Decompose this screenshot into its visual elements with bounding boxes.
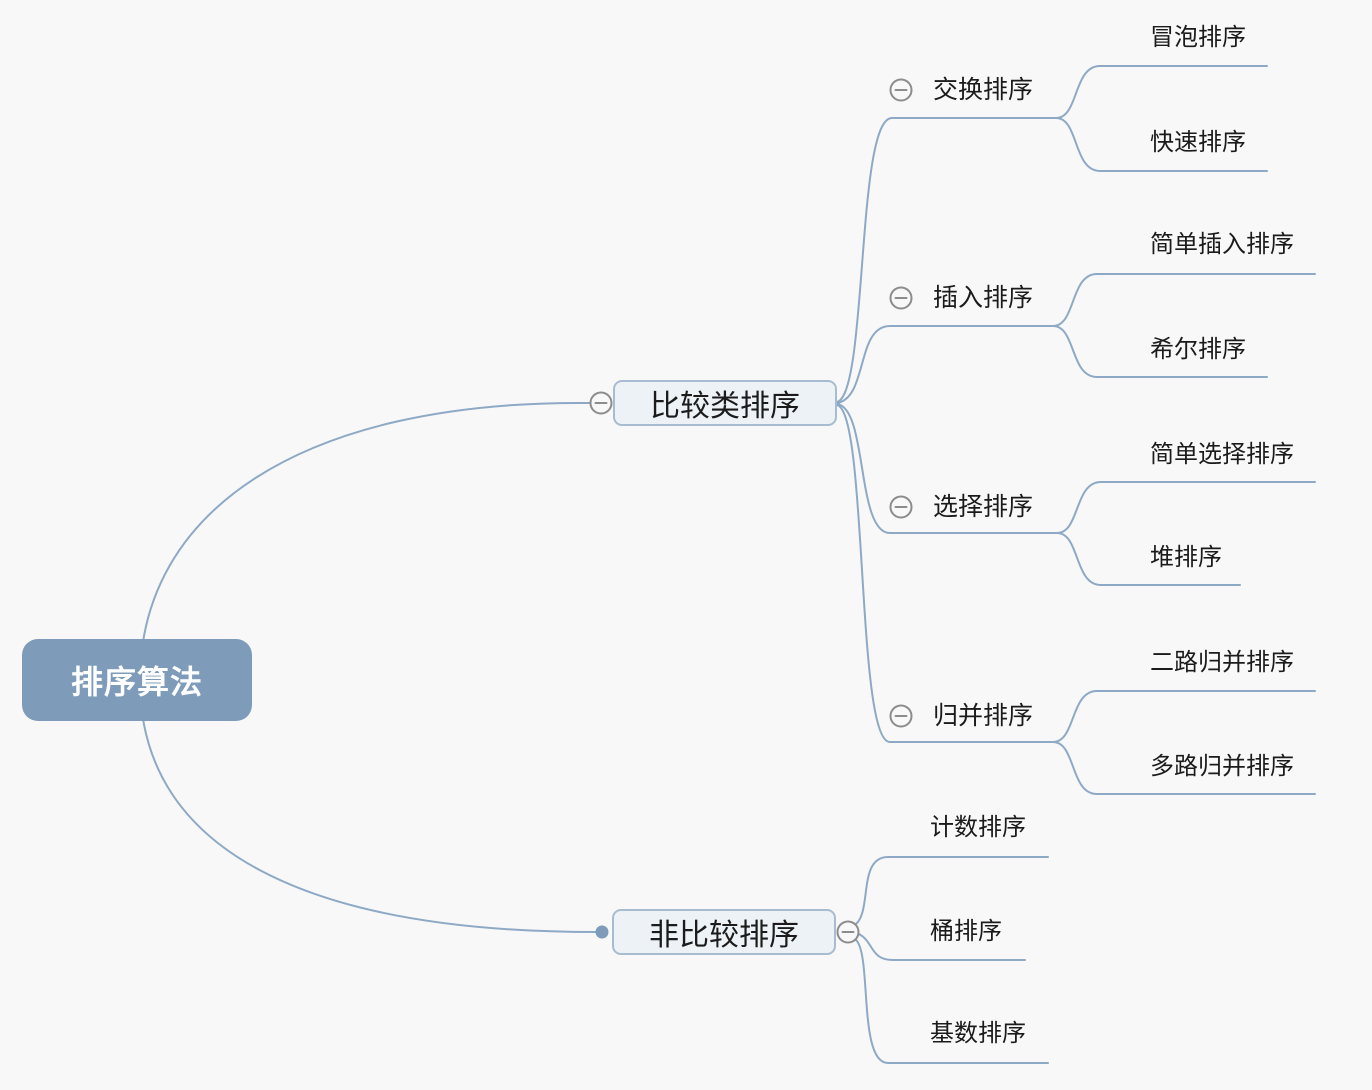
connector-line — [855, 856, 1049, 925]
collapse-minus-icon-merge-sort[interactable] — [889, 704, 913, 728]
leaf-simple-insertion-sort[interactable]: 简单插入排序 — [1150, 231, 1294, 258]
subtopic-merge-sort[interactable]: 归并排序 — [933, 702, 1034, 730]
connector-line — [1056, 481, 1316, 534]
connector-line — [1056, 532, 1241, 586]
connector-line — [836, 325, 1054, 404]
connector-line — [836, 404, 1054, 743]
main-topic-non-comparison-sort[interactable]: 非比较排序 — [612, 909, 836, 955]
leaf-two-way-merge-sort[interactable]: 二路归并排序 — [1150, 649, 1294, 676]
subtopic-selection-sort[interactable]: 选择排序 — [933, 493, 1034, 521]
connector-line — [1052, 325, 1268, 378]
leaf-quick-sort[interactable]: 快速排序 — [1150, 129, 1246, 156]
leaf-counting-sort[interactable]: 计数排序 — [930, 814, 1026, 841]
leaf-heap-sort[interactable]: 堆排序 — [1150, 544, 1222, 571]
leaf-simple-selection-sort[interactable]: 简单选择排序 — [1150, 441, 1294, 468]
connector-line — [858, 933, 1026, 961]
connector-line — [836, 117, 1057, 403]
collapse-minus-icon-selection-sort[interactable] — [889, 495, 913, 519]
main-topic-comparison-sort[interactable]: 比较类排序 — [613, 380, 837, 426]
collapse-minus-icon-non-comparison[interactable] — [836, 920, 860, 944]
connector-line — [1052, 690, 1316, 743]
leaf-bucket-sort[interactable]: 桶排序 — [930, 918, 1002, 945]
leaf-multi-way-merge-sort[interactable]: 多路归并排序 — [1150, 753, 1294, 780]
subtopic-exchange-sort[interactable]: 交换排序 — [933, 76, 1034, 104]
root-node[interactable]: 排序算法 — [22, 639, 252, 721]
connector-line — [836, 403, 1058, 534]
branch-dot — [595, 925, 609, 939]
leaf-bubble-sort[interactable]: 冒泡排序 — [1150, 24, 1246, 51]
connector-line — [1055, 117, 1268, 172]
connector-line — [1052, 741, 1316, 795]
collapse-minus-icon-insertion-sort[interactable] — [889, 286, 913, 310]
leaf-radix-sort[interactable]: 基数排序 — [930, 1020, 1026, 1047]
leaf-shell-sort[interactable]: 希尔排序 — [1150, 336, 1246, 363]
collapse-minus-icon-exchange-sort[interactable] — [889, 78, 913, 102]
connector-line — [1052, 273, 1316, 327]
collapse-minus-icon-comparison[interactable] — [589, 391, 613, 415]
connector-line — [855, 939, 1049, 1064]
connector-line — [1055, 65, 1268, 119]
subtopic-insertion-sort[interactable]: 插入排序 — [933, 284, 1034, 312]
